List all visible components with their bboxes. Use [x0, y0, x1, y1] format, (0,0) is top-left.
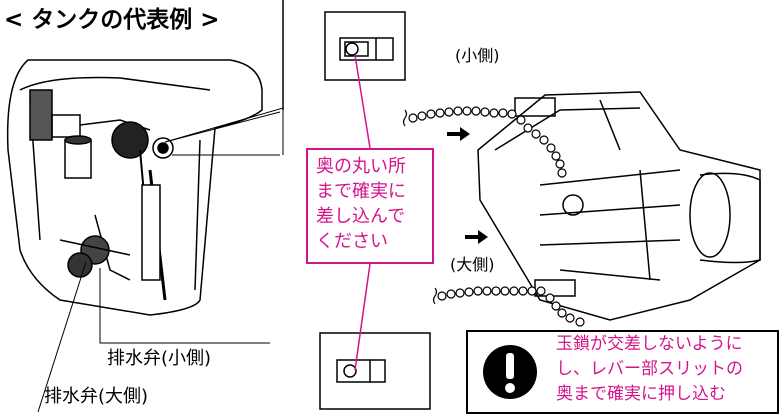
insert-instruction-callout: 奥の丸い所 まで確実に 差し込んで ください	[306, 148, 434, 264]
callout-line: まで確実に	[316, 181, 406, 202]
valve-small-label: 排水弁(小側)	[107, 348, 212, 369]
tank-illustration	[6, 59, 263, 316]
warning-box: 玉鎖が交差しないように し、レバー部スリットの 奥まで確実に押し込む	[466, 330, 779, 414]
chain-squiggles	[402, 109, 438, 305]
pointer-lines	[37, 107, 284, 413]
ball-chain-bottom	[437, 286, 585, 327]
arrow-right-top	[447, 127, 470, 141]
callout-line: 差し込んで	[316, 206, 406, 227]
ball-chain-top	[408, 106, 567, 178]
warning-text: 玉鎖が交差しないように し、レバー部スリットの 奥まで確実に押し込む	[556, 332, 743, 407]
callout-line: ください	[316, 231, 388, 252]
exclamation-icon	[483, 345, 537, 399]
lever-assembly	[477, 91, 761, 321]
page-title: < タンクの代表例 >	[4, 7, 220, 33]
direction-arrows	[447, 127, 488, 244]
warning-line: 玉鎖が交差しないように	[556, 334, 743, 354]
arrow-right-bottom	[465, 230, 488, 244]
small-side-label: (小側)	[455, 46, 500, 65]
valve-large-label: 排水弁(大側)	[44, 386, 149, 407]
large-side-label: (大側)	[450, 255, 495, 274]
inset-bottom	[319, 332, 431, 410]
warning-line: し、レバー部スリットの	[556, 359, 743, 379]
warning-line: 奥まで確実に押し込む	[556, 384, 726, 404]
inset-top	[324, 11, 406, 81]
callout-connectors	[354, 54, 371, 371]
callout-line: 奥の丸い所	[316, 156, 406, 177]
